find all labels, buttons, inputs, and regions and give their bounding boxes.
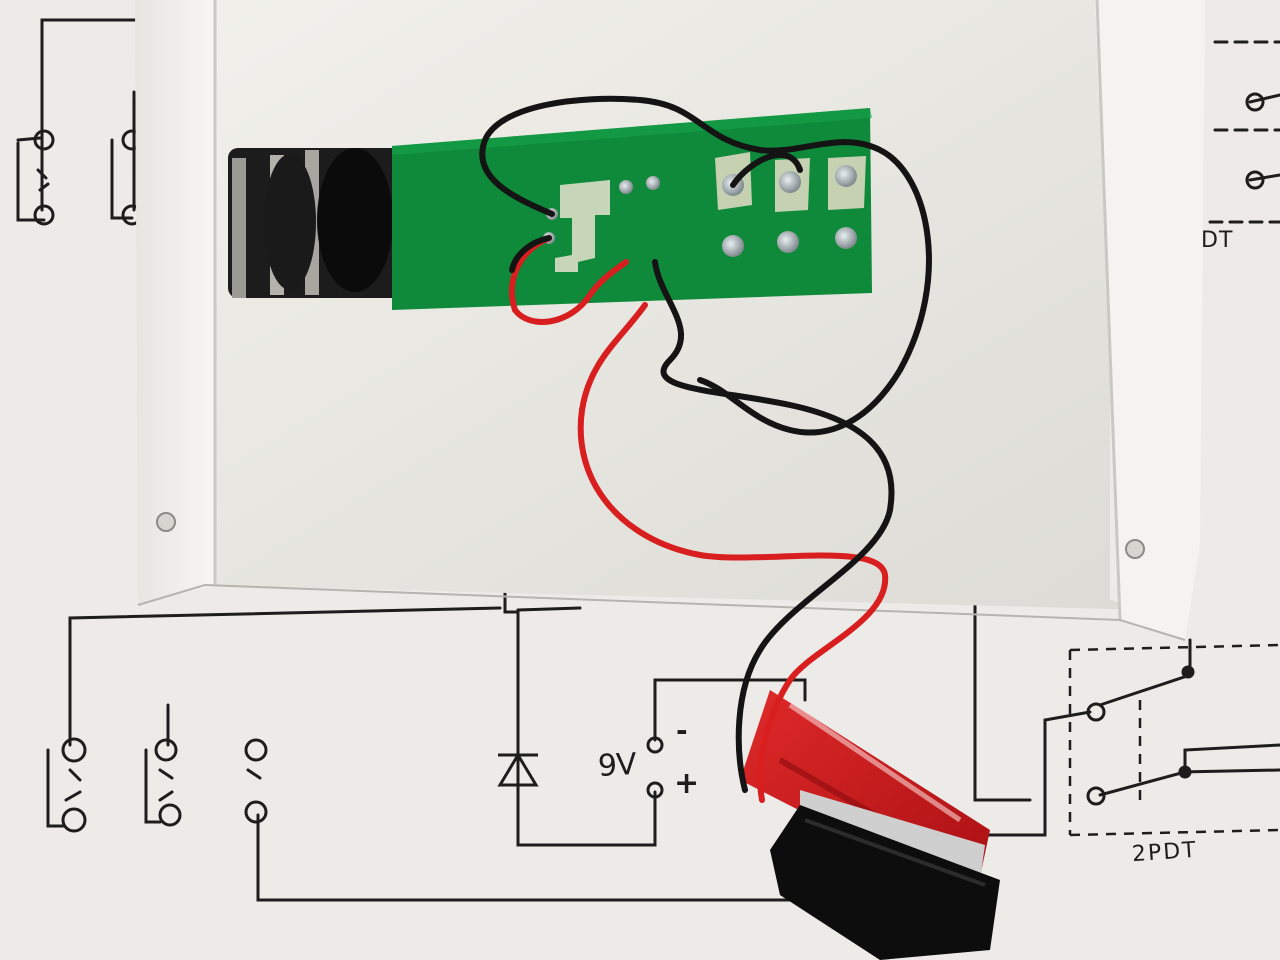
mounting-hole-left	[156, 512, 176, 532]
wires	[479, 95, 932, 803]
switch-dashed-outline	[1068, 643, 1280, 837]
mounting-hole-right	[1125, 539, 1145, 559]
solder-joint	[777, 231, 799, 253]
wire-red-short	[508, 235, 629, 325]
wire-black-jumper	[730, 151, 803, 188]
battery-9v	[740, 690, 1000, 960]
battery-positive-label: +	[674, 766, 700, 801]
wire-red-battery	[577, 302, 889, 803]
solder-joint	[619, 180, 633, 194]
schematic-bottom-wiring	[46, 588, 807, 902]
solder-joint	[835, 227, 857, 249]
battery-voltage-label: 9V	[597, 747, 637, 784]
switch-type-label: 2PDT	[1131, 837, 1199, 868]
solder-joint	[646, 176, 660, 190]
enclosure-right-flange	[1095, 0, 1205, 640]
switch-type-label-top: DT	[1201, 228, 1234, 253]
solder-joint	[835, 165, 857, 187]
pcb-board	[392, 108, 872, 310]
wire-black-short	[509, 235, 552, 273]
solder-joint	[722, 235, 744, 257]
diode-symbol	[497, 752, 539, 787]
audio-jacks	[228, 148, 408, 298]
battery-negative-label: -	[676, 714, 688, 747]
wire-black-top-loop	[479, 95, 932, 436]
battery-snap-connector	[770, 805, 1000, 960]
enclosure-left-flange	[135, 0, 215, 605]
wire-black-battery	[652, 259, 895, 793]
solder-joint	[779, 171, 801, 193]
pcb-pad-area	[555, 180, 610, 272]
